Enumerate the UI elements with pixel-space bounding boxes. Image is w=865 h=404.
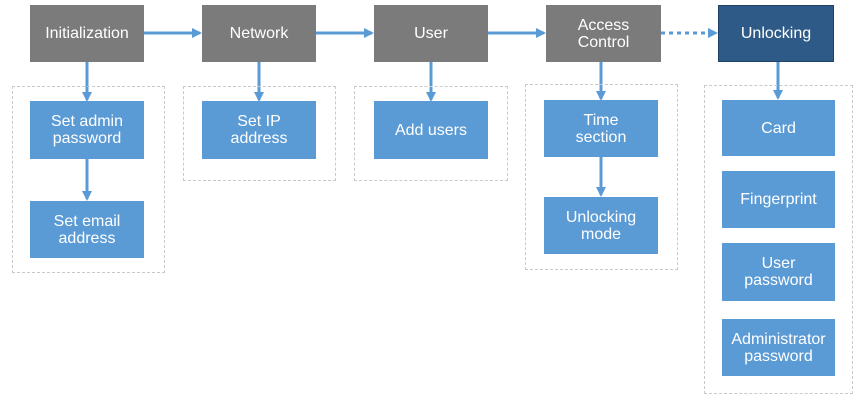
initialization-group (12, 86, 165, 273)
step-initialization: Initialization (30, 5, 144, 62)
step-access-control: Access Control (546, 5, 661, 62)
substep-time-section: Time section (544, 100, 658, 157)
step-network: Network (202, 5, 316, 62)
substep-set-email-address: Set email address (30, 201, 144, 258)
substep-card: Card (722, 100, 835, 156)
substep-unlocking-mode: Unlocking mode (544, 197, 658, 254)
step-user: User (374, 5, 488, 62)
step-unlocking: Unlocking (718, 5, 834, 62)
substep-add-users: Add users (374, 101, 488, 159)
network-group (183, 86, 336, 181)
access-control-group (525, 84, 678, 270)
substep-fingerprint: Fingerprint (722, 171, 835, 228)
substep-user-password: User password (722, 243, 835, 301)
substep-set-ip-address: Set IP address (202, 101, 316, 159)
unlocking-group (704, 85, 853, 394)
substep-administrator-password: Administrator password (722, 319, 835, 376)
user-group (354, 86, 508, 181)
substep-set-admin-password: Set admin password (30, 101, 144, 159)
